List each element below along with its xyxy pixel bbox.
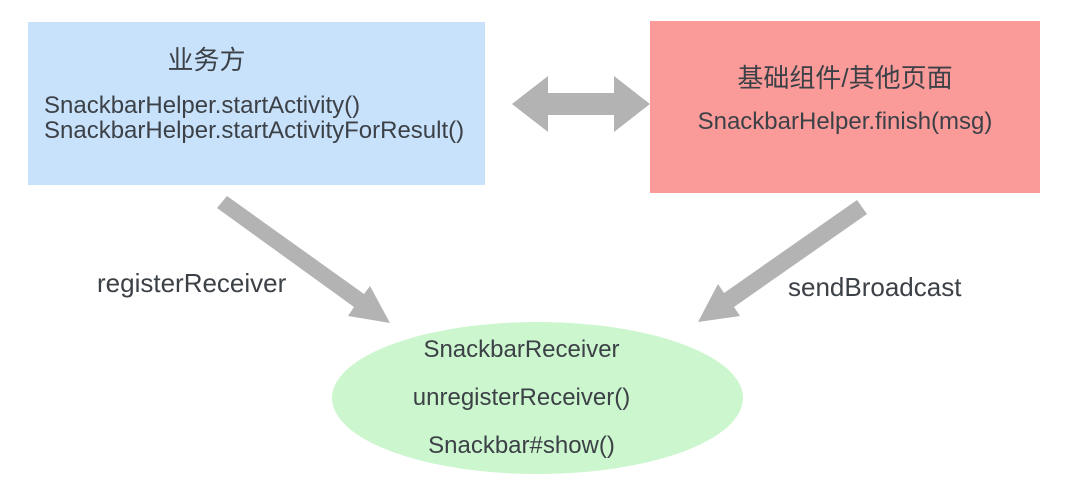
bidirectional-arrow-icon [512,76,650,132]
register-receiver-arrow-icon [217,196,390,323]
send-broadcast-label: sendBroadcast [788,272,962,302]
method-call-start-activity: SnackbarHelper.startActivity() [44,92,361,119]
method-call-start-activity-for-result: SnackbarHelper.startActivityForResult() [44,117,465,144]
receiver-ellipse: SnackbarReceiver unregisterReceiver() Sn… [332,322,743,474]
component-box-title: 基础组件/其他页面 [737,63,953,93]
send-broadcast-arrow-icon [698,200,867,322]
business-box: 业务方 SnackbarHelper.startActivity() Snack… [28,22,485,185]
method-call-finish: SnackbarHelper.finish(msg) [697,108,993,135]
receiver-class-name: SnackbarReceiver [423,336,620,363]
business-box-title: 业务方 [167,45,246,75]
component-box: 基础组件/其他页面 SnackbarHelper.finish(msg) [650,21,1040,193]
method-call-unregister-receiver: unregisterReceiver() [412,384,631,411]
business-box-methods: SnackbarHelper.startActivity() SnackbarH… [28,93,485,143]
method-call-snackbar-show: Snackbar#show() [428,432,615,459]
register-receiver-label: registerReceiver [97,268,287,298]
